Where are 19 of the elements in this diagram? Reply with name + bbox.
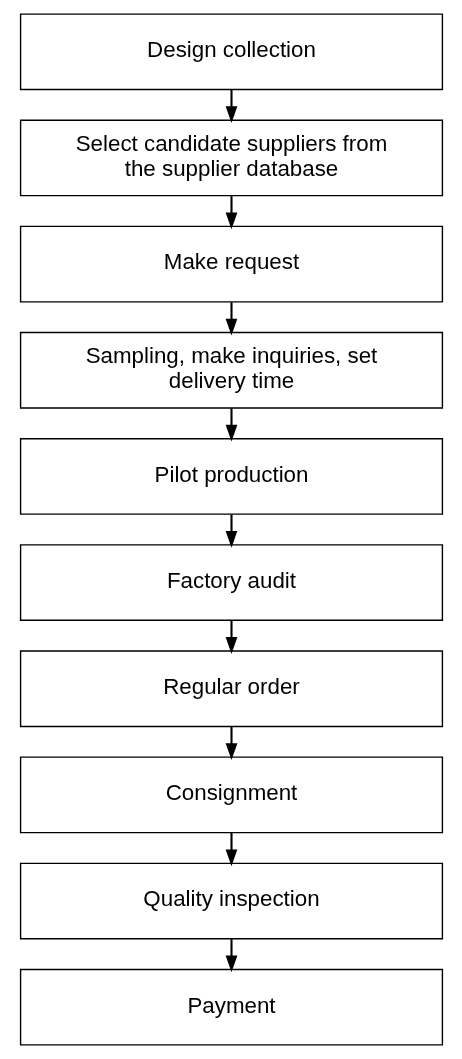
arrow <box>225 89 237 124</box>
arrow <box>225 514 237 548</box>
arrow <box>225 939 237 973</box>
node-box: Factory audit <box>19 544 443 621</box>
node-box: Regular order <box>19 650 443 728</box>
arrow <box>225 408 237 442</box>
arrow <box>225 726 237 761</box>
arrow <box>225 302 237 336</box>
node-box: Pilot production <box>19 438 443 515</box>
node-box: Make request <box>19 225 443 303</box>
node-box: Consignment <box>19 756 443 834</box>
node-box: Design collection <box>19 13 443 91</box>
node-box: Sampling, make inquiries, set delivery time <box>19 331 443 409</box>
node-box: Quality inspection <box>19 862 443 940</box>
arrow <box>225 196 237 230</box>
arrow <box>225 620 237 654</box>
node-box: Payment <box>19 968 443 1046</box>
node-box: Select candidate suppliers from the supplier database <box>19 119 443 197</box>
arrow <box>225 833 237 867</box>
